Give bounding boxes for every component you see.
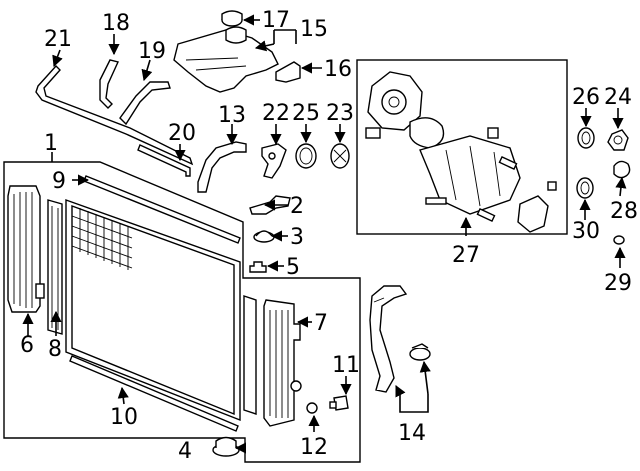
callout-9: 9: [52, 169, 66, 194]
thermostat-housing: [261, 143, 287, 179]
radiator-assembly-box: [3, 161, 361, 463]
callout-6: 6: [20, 333, 34, 358]
callout-8: 8: [48, 337, 62, 362]
reservoir-cap: [221, 10, 243, 27]
left-tank-seal: [47, 199, 63, 335]
callout-7: 7: [314, 311, 328, 336]
callout-29: 29: [604, 271, 632, 296]
o-ring-26: [577, 127, 595, 149]
lower-radiator-hose: [369, 285, 408, 393]
callout-16: 16: [324, 57, 352, 82]
upper-radiator-hose: [197, 141, 247, 193]
callout-5: 5: [286, 255, 300, 280]
overflow-hose: [35, 64, 194, 166]
callout-labels: 1 2 3 4 5 6 7 8 9 10 11 12 13 14 15 16 1…: [20, 8, 638, 464]
callout-14: 14: [398, 421, 426, 446]
callout-19: 19: [138, 39, 166, 64]
callout-15: 15: [300, 17, 328, 42]
mount-cushion: [253, 230, 275, 243]
callout-13: 13: [218, 103, 246, 128]
callout-17: 17: [262, 8, 290, 33]
callout-2: 2: [290, 194, 304, 219]
small-o-ring: [613, 235, 625, 245]
temperature-sensor: [607, 129, 629, 151]
callout-24: 24: [604, 85, 632, 110]
reservoir-bracket: [275, 61, 301, 83]
callout-28: 28: [610, 199, 638, 224]
thermostat: [330, 143, 350, 169]
callout-21: 21: [44, 27, 72, 52]
coolant-reservoir: [173, 26, 279, 93]
callout-4: 4: [178, 439, 192, 464]
water-pump: [365, 71, 557, 233]
right-tank-seal: [243, 295, 257, 415]
callout-1: 1: [44, 131, 58, 156]
sensor-clip: [613, 160, 631, 179]
lower-seal-strip: [69, 355, 239, 432]
callout-12: 12: [300, 435, 328, 460]
callout-30: 30: [572, 219, 600, 244]
callout-23: 23: [326, 101, 354, 126]
radiator-cap-4: [212, 436, 240, 457]
bypass-tube: [137, 144, 191, 177]
callout-10: 10: [110, 405, 138, 430]
o-ring-30: [576, 177, 594, 199]
lower-cushion: [249, 261, 267, 273]
drain-washer: [306, 402, 318, 414]
callout-22: 22: [262, 101, 290, 126]
hose-19: [119, 81, 171, 126]
callout-26: 26: [572, 85, 600, 110]
callout-25: 25: [292, 101, 320, 126]
thermostat-gasket: [295, 143, 317, 169]
callout-3: 3: [290, 225, 304, 250]
callout-20: 20: [168, 121, 196, 146]
right-radiator-tank: [263, 299, 302, 427]
radiator-core: [65, 199, 241, 422]
callout-18: 18: [102, 11, 130, 36]
water-pump-box: [356, 59, 568, 235]
left-radiator-tank: [7, 185, 45, 313]
upper-hose-18: [99, 59, 119, 109]
hose-clamp: [409, 343, 431, 361]
callout-27: 27: [452, 243, 480, 268]
drain-plug: [329, 395, 349, 411]
leader-lines: [22, 14, 627, 454]
callout-11: 11: [332, 353, 360, 378]
